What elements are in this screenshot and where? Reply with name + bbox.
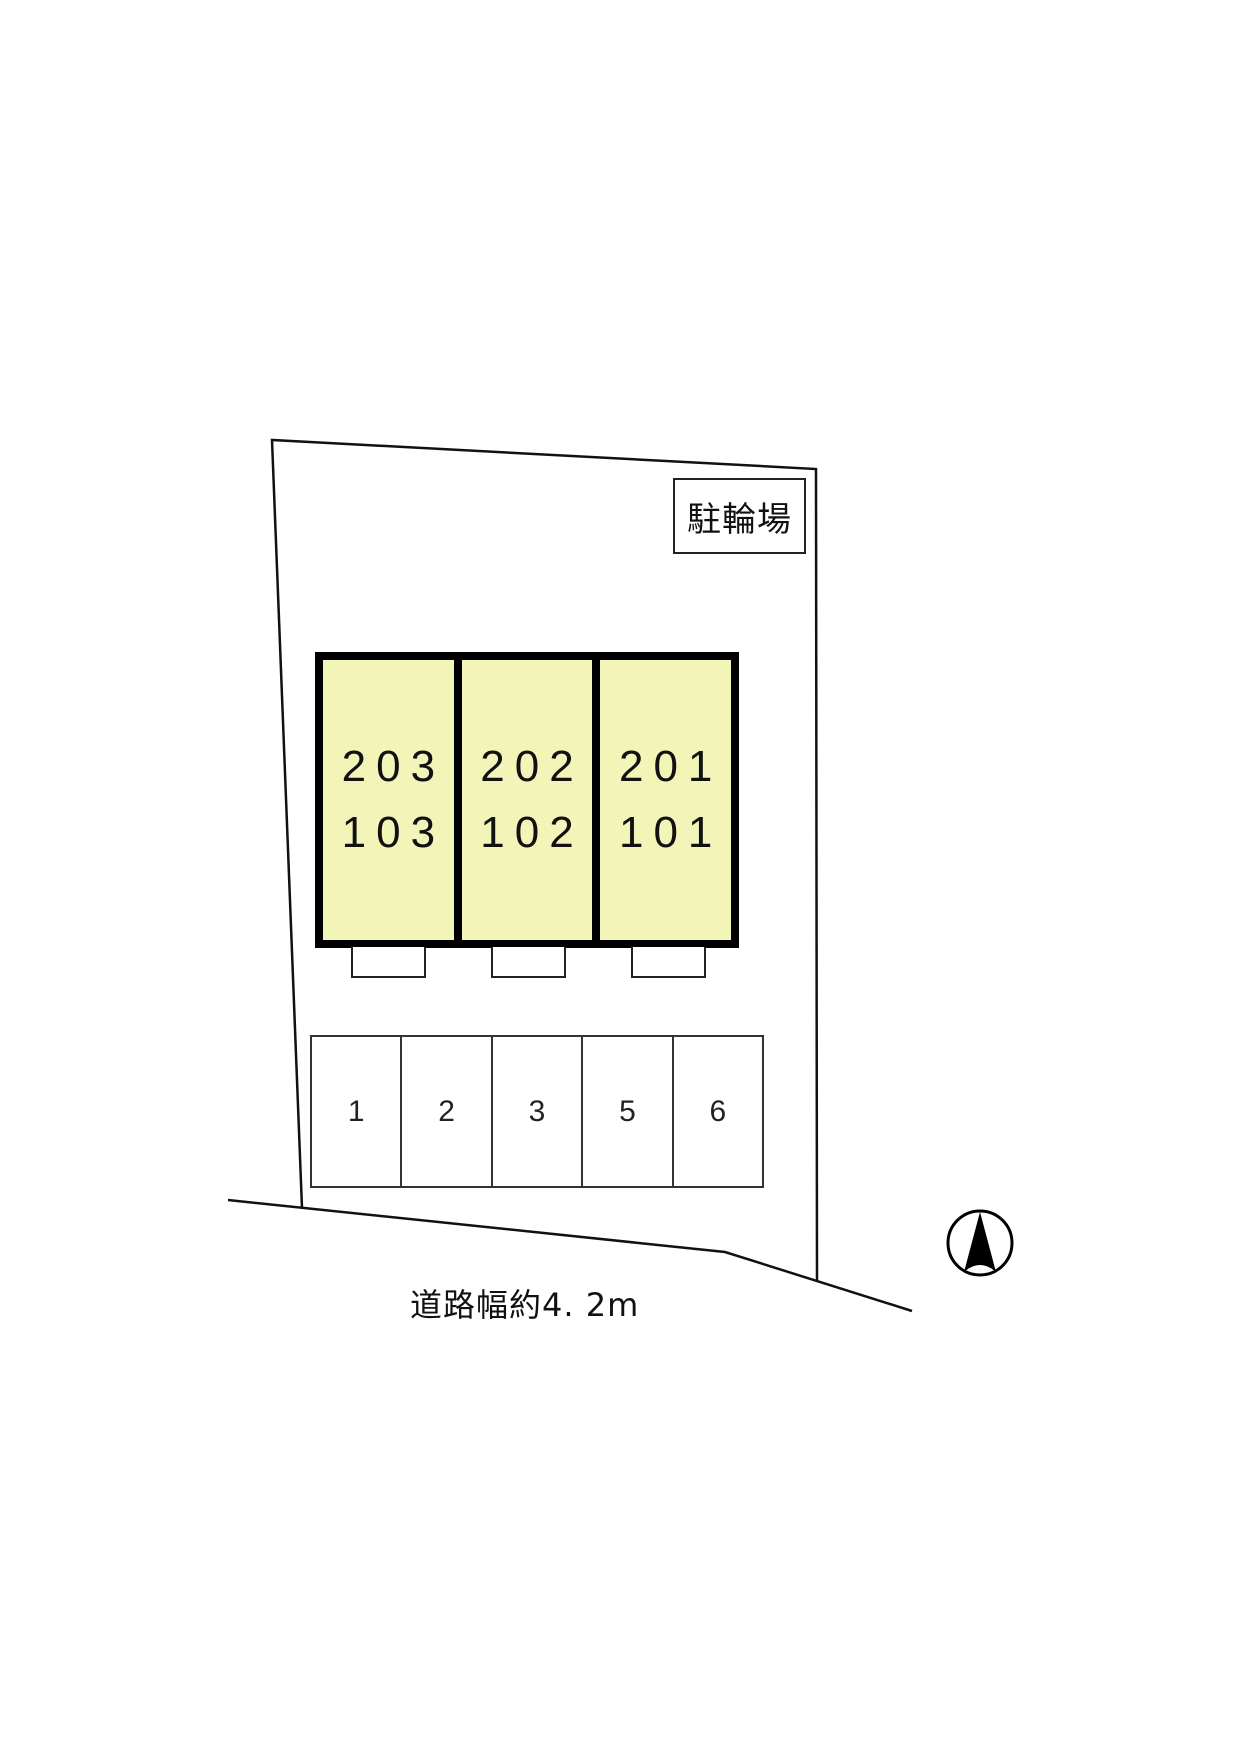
unit-upper-number: 201 bbox=[618, 742, 723, 791]
unit-lower-number: 103 bbox=[341, 808, 446, 857]
road-width-label: 道路幅約4. 2m bbox=[410, 1286, 640, 1324]
porch-unit-202 bbox=[491, 947, 566, 978]
unit-lower-number: 102 bbox=[480, 808, 584, 857]
parking-space: 1 bbox=[312, 1037, 403, 1186]
unit-upper-number: 203 bbox=[341, 742, 446, 791]
unit-upper-number: 202 bbox=[480, 742, 584, 791]
bike-parking-label: 駐輪場 bbox=[687, 499, 792, 540]
bike-parking: 駐輪場 bbox=[673, 478, 806, 554]
porch-unit-203 bbox=[351, 947, 426, 978]
lot-boundary bbox=[270, 438, 819, 1282]
north-arrow-icon bbox=[946, 1209, 1014, 1277]
road-edge bbox=[227, 1198, 913, 1313]
unit-lower-number: 101 bbox=[618, 808, 723, 857]
porch-unit-201 bbox=[631, 947, 706, 978]
parking-space: 5 bbox=[583, 1037, 674, 1186]
unit-203-103: 203 103 bbox=[323, 660, 454, 940]
building: 203 103 202 102 201 101 bbox=[315, 652, 739, 948]
parking-lot: 1 2 3 5 6 bbox=[310, 1035, 764, 1188]
unit-202-102: 202 102 bbox=[461, 660, 593, 940]
parking-space: 6 bbox=[709, 1094, 727, 1128]
parking-space: 2 bbox=[402, 1037, 493, 1186]
parking-space: 3 bbox=[493, 1037, 584, 1186]
unit-201-101: 201 101 bbox=[600, 660, 732, 940]
